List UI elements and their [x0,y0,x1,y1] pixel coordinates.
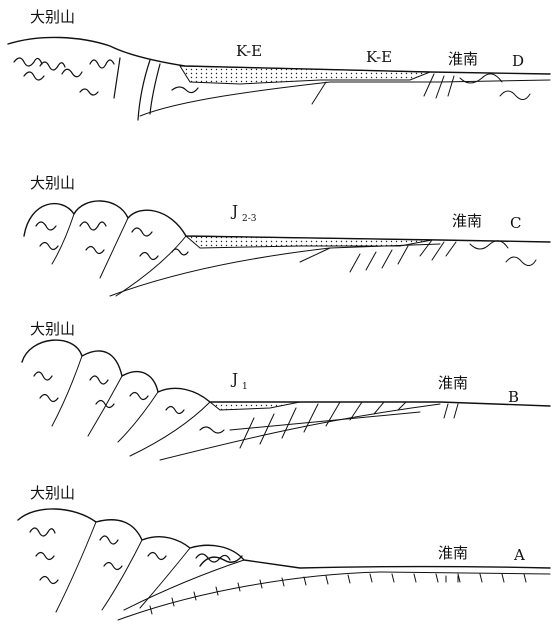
panel-a-fold-belt [30,528,242,584]
panel-a-letter: A [513,546,525,564]
panel-a-nappes [18,509,550,568]
panel-c-basin-label: 淮南 [452,212,482,230]
panel-a-basement [118,572,550,620]
panel-d-basin-structures [424,74,530,100]
panel-b-sediment [210,402,300,410]
panel-b-stratum-label: J [230,370,238,388]
panel-d-basin-label: 淮南 [448,50,478,68]
panel-b-fold-belt [34,372,224,433]
panel-c-fold-belt [36,222,188,260]
panel-d-letter: D [512,52,524,70]
panel-c-letter: C [510,214,521,232]
panel-d-fold-belt [14,58,198,120]
panel-d-fault [312,82,326,104]
panel-b-stratum-subscript: 1 [242,382,248,392]
panel-b-mountain-label: 大别山 [30,320,75,338]
panel-b-nappes [22,340,550,406]
panel-b-basin-structures [230,402,458,448]
panel-b-letter: B [508,388,519,406]
panel-c-stratum-subscript: 2-3 [242,214,257,224]
panel-b: 大别山 J 1 淮南 B [22,320,550,460]
panel-d-basin-floor [140,80,550,116]
panel-d: 大别山 K-E K-E 淮南 D [8,8,550,120]
panel-b-basin-label: 淮南 [438,374,468,392]
panel-a: 大别山 淮南 A [18,484,550,620]
panel-a-basin-label: 淮南 [438,544,468,562]
panel-c-mountain-label: 大别山 [30,174,75,192]
panel-a-basin-marks [446,576,458,582]
panel-a-mountain-label: 大别山 [30,484,75,502]
panel-c-stratum-label: J [230,202,238,220]
panel-c: 大别山 J 2-3 淮南 C [24,174,550,296]
panel-d-sediment [180,66,430,84]
panel-d-stratum-label-1: K-E [236,42,262,60]
panel-d-mountain-label: 大别山 [30,8,75,26]
panel-b-basin-floor [160,404,440,460]
panel-d-stratum-label-2: K-E [366,48,392,66]
panel-c-sediment [186,236,432,248]
